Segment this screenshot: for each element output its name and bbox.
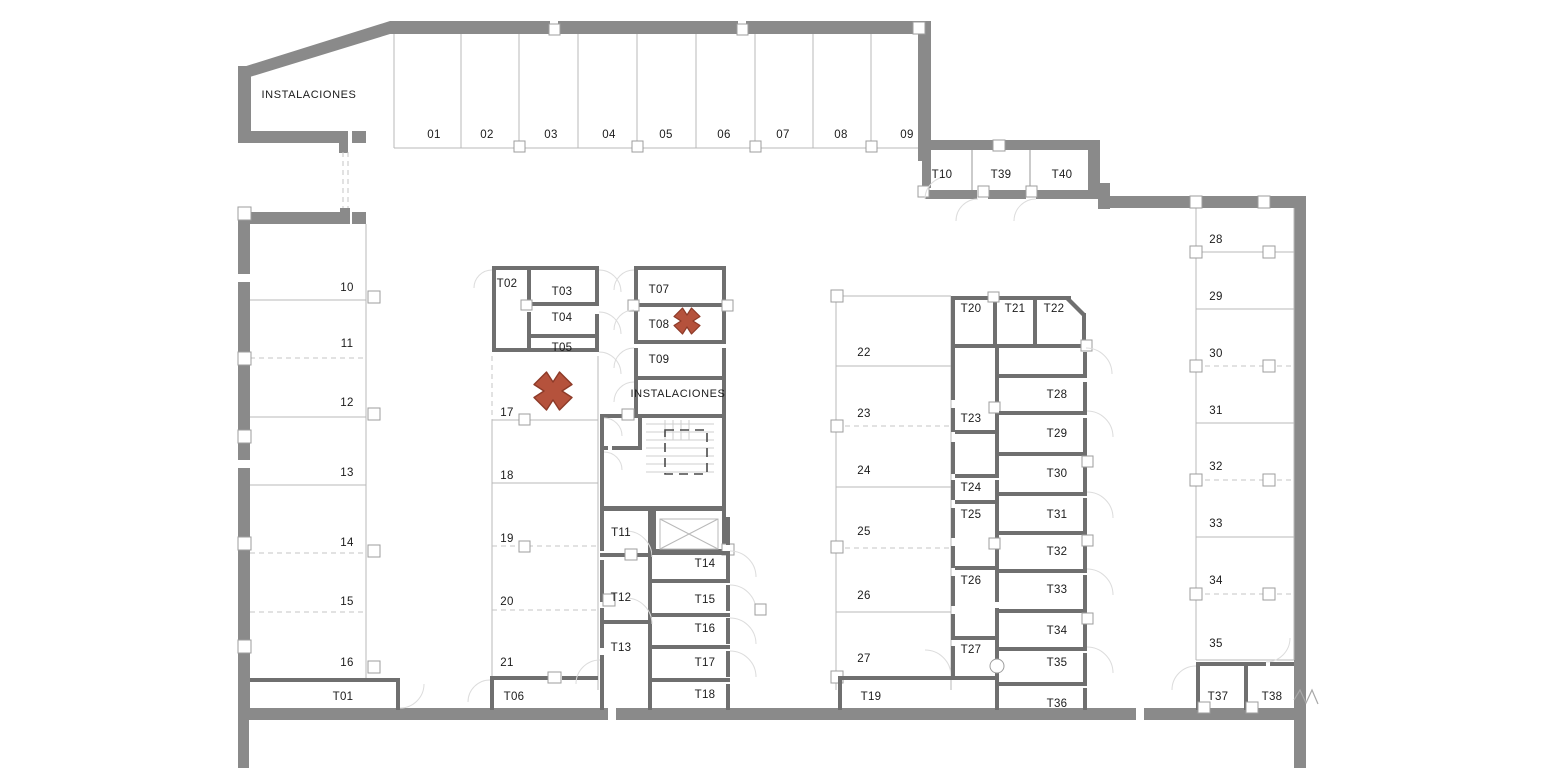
storage-block-t10-t40 [917,139,1038,222]
storage-block-t07-t09 [613,266,734,414]
parking-row-top [393,21,926,153]
storage-block-t11-t13 [575,511,653,710]
structural-walls [238,21,1306,768]
selection-cross-2[interactable] [673,307,701,335]
storage-block-t02-t05 [473,266,622,375]
storage-block-t23-t27 [951,348,1005,710]
parking-column-center [467,356,599,710]
parking-column-left [237,206,425,710]
parking-column-midright [830,289,952,710]
storage-block-t28-t36 [999,352,1114,710]
parking-column-right [1171,195,1319,714]
selection-markers[interactable] [533,307,701,411]
storage-block-t14-t18 [652,517,767,710]
storage-block-t20-t22 [951,291,1113,375]
selection-cross-1[interactable] [533,371,573,411]
stair-core [600,408,735,556]
